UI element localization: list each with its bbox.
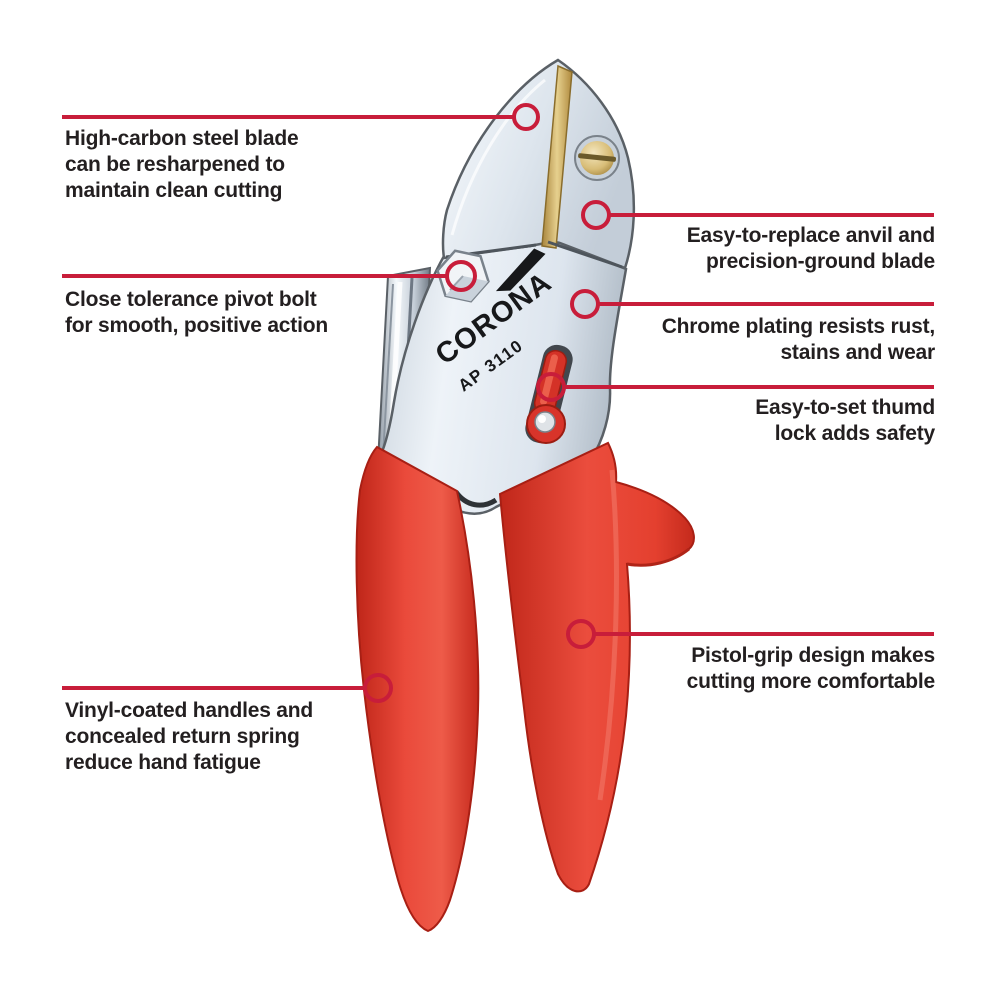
anvil-screw bbox=[574, 135, 620, 181]
callout-text-line: concealed return spring bbox=[65, 725, 300, 748]
callout-marker-vinyl-handles bbox=[363, 673, 393, 703]
callout-text-line: Easy-to-replace anvil and bbox=[686, 224, 935, 247]
blade-grind-highlight bbox=[450, 78, 546, 236]
callout-text-line: Pistol-grip design makes bbox=[691, 644, 935, 667]
callout-lines bbox=[62, 103, 934, 703]
callout-text-line: precision-ground blade bbox=[706, 250, 935, 273]
callout-text-line: Close tolerance pivot bolt bbox=[65, 288, 317, 311]
left-handle bbox=[355, 445, 480, 933]
callout-text-line: Easy-to-set thumd bbox=[755, 396, 935, 419]
callout-label-chrome-plating: Chrome plating resists rust, stains and … bbox=[662, 314, 935, 366]
brass-anvil-strip bbox=[541, 64, 573, 249]
callout-label-vinyl-handles: Vinyl-coated handles and concealed retur… bbox=[65, 698, 313, 776]
callout-text-line: Vinyl-coated handles and bbox=[65, 699, 314, 722]
lock-screw bbox=[534, 411, 556, 433]
handle-highlight bbox=[597, 469, 619, 801]
callout-label-replaceable-anvil: Easy-to-replace anvil and precision-grou… bbox=[687, 223, 935, 275]
callout-text-line: cutting more comfortable bbox=[686, 670, 936, 693]
callout-text-line: for smooth, positive action bbox=[65, 314, 328, 337]
callout-label-thumb-lock: Easy-to-set thumd lock adds safety bbox=[755, 395, 935, 447]
callout-text-line: Chrome plating resists rust, bbox=[661, 315, 935, 338]
callout-text-line: can be resharpened to bbox=[65, 153, 285, 176]
callout-text-line: reduce hand fatigue bbox=[65, 751, 261, 774]
callout-text-line: maintain clean cutting bbox=[65, 179, 283, 202]
blade-head bbox=[441, 58, 636, 270]
right-handle bbox=[498, 441, 695, 893]
callout-text-line: stains and wear bbox=[780, 341, 935, 364]
callout-label-pistol-grip: Pistol-grip design makes cutting more co… bbox=[686, 643, 936, 695]
callout-marker-pivot-bolt bbox=[445, 260, 477, 292]
horn-shadow bbox=[626, 547, 690, 567]
callout-marker-high-carbon-blade bbox=[512, 103, 540, 131]
callout-text-line: lock adds safety bbox=[774, 422, 935, 445]
callout-label-pivot-bolt: Close tolerance pivot bolt for smooth, p… bbox=[65, 287, 328, 339]
callout-text-line: High-carbon steel blade bbox=[65, 127, 299, 150]
callout-label-high-carbon-blade: High-carbon steel blade can be resharpen… bbox=[65, 126, 299, 204]
